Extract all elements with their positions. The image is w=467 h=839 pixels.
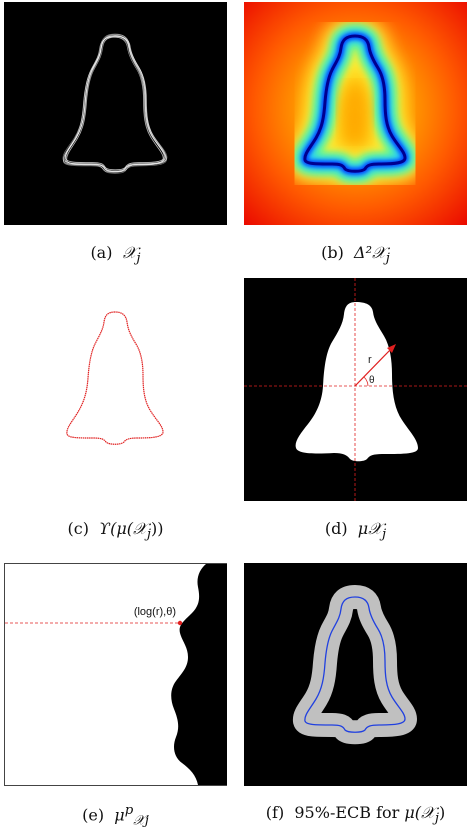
caption-c-label: (c) xyxy=(67,519,89,538)
caption-b: (b) Δ²𝒳j xyxy=(244,243,467,266)
caption-d-math: μ𝒳 xyxy=(357,519,382,538)
panel-c-red-contour xyxy=(66,311,164,445)
caption-f-text: 95%-ECB for xyxy=(294,803,400,822)
caption-b-label: (b) xyxy=(321,243,344,262)
caption-c-sub: j xyxy=(146,527,151,543)
panel-e-black-region xyxy=(171,564,227,785)
caption-a-label: (a) xyxy=(90,243,113,262)
caption-e: (e) μp𝒳j xyxy=(4,803,227,829)
panel-c-background xyxy=(4,278,227,501)
panel-a-contour-samples xyxy=(4,2,227,225)
panel-d-arrow-head xyxy=(387,344,396,353)
panel-c-image xyxy=(4,278,227,501)
panel-e-image: (log(r),θ) xyxy=(4,563,227,786)
panel-e-point-label: (log(r),θ) xyxy=(134,606,176,618)
caption-d-sub: j xyxy=(381,527,387,543)
caption-f-suffix: ) xyxy=(438,803,446,822)
panel-b-inner-glow xyxy=(339,84,371,140)
panel-a-image xyxy=(4,2,227,225)
panel-f-confidence-band xyxy=(244,563,467,786)
panel-b-heatmap xyxy=(244,2,467,225)
panel-d-shape-polar: r θ xyxy=(244,278,467,501)
panel-d-radius-arrow xyxy=(354,347,393,387)
caption-b-math: Δ²𝒳 xyxy=(354,243,386,262)
caption-b-sub: j xyxy=(385,251,390,267)
caption-c-math: ϒ(μ(𝒳 xyxy=(99,519,147,538)
caption-f-sub: j xyxy=(434,811,439,827)
caption-e-sub: 𝒳j xyxy=(133,813,149,829)
caption-a: (a) 𝒳j xyxy=(4,243,227,266)
panel-c-mean-contour xyxy=(4,278,227,501)
panel-d-white-shape xyxy=(295,302,418,462)
caption-c: (c) ϒ(μ(𝒳j)) xyxy=(4,519,227,542)
caption-e-label: (e) xyxy=(82,805,105,825)
caption-c-suffix: )) xyxy=(150,519,164,538)
caption-a-sub: j xyxy=(136,251,141,267)
caption-e-sup: p xyxy=(124,803,134,818)
caption-d: (d) μ𝒳j xyxy=(244,519,467,542)
panel-d-radius-label: r xyxy=(368,354,372,366)
panel-b-image xyxy=(244,2,467,225)
panel-a-background xyxy=(4,2,227,225)
panel-e-point xyxy=(177,620,183,626)
caption-a-math: 𝒳 xyxy=(122,243,137,262)
panel-d-angle-arc xyxy=(363,376,369,387)
caption-e-math: μ xyxy=(114,805,125,825)
panel-d-angle-label: θ xyxy=(369,375,375,386)
caption-f: (f) 95%-ECB for μ(𝒳j) xyxy=(244,803,467,826)
caption-d-label: (d) xyxy=(324,519,348,538)
panel-d-image: r θ xyxy=(244,278,467,501)
caption-f-math: μ(𝒳 xyxy=(404,803,435,822)
caption-f-label: (f) xyxy=(265,803,285,822)
panel-e-log-polar: (log(r),θ) xyxy=(4,563,227,786)
panel-f-image xyxy=(244,563,467,786)
